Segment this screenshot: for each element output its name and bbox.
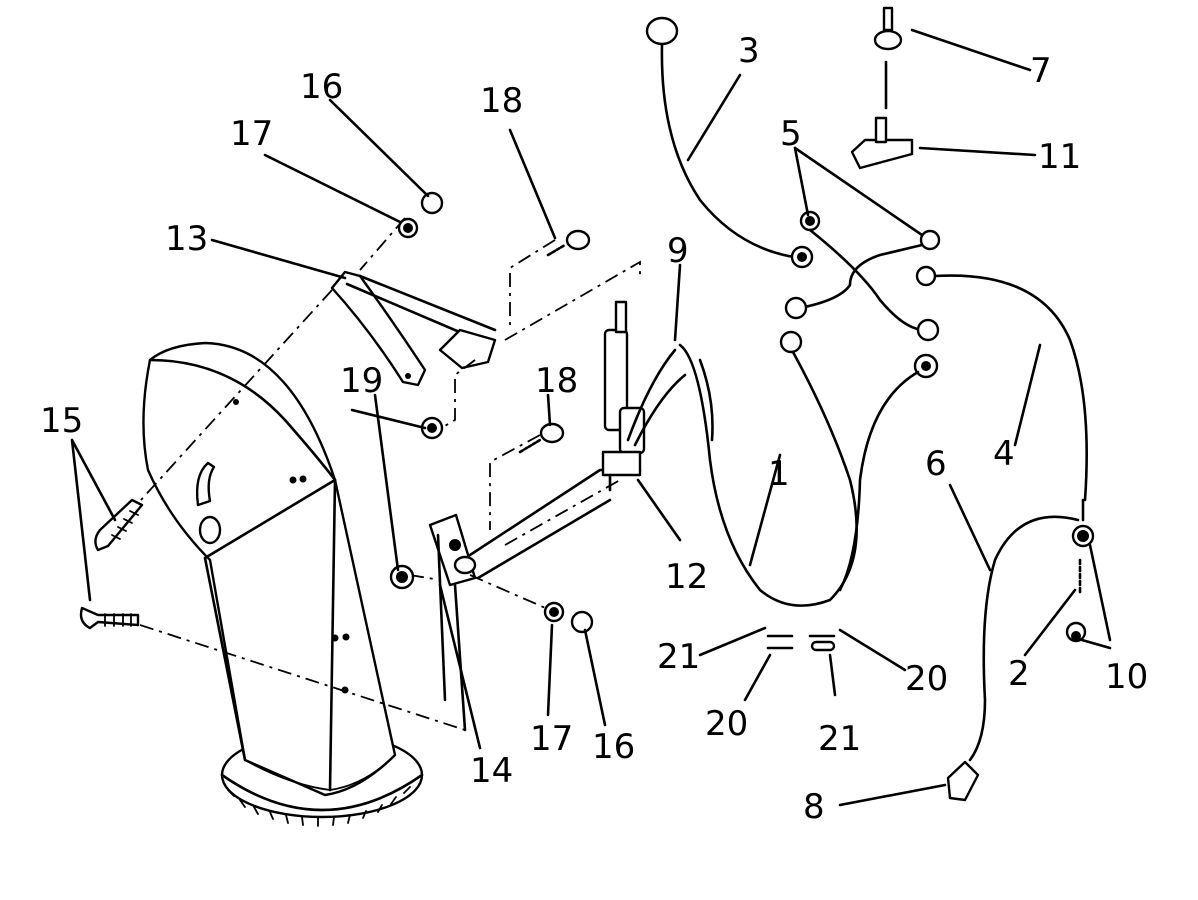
assembly-lines — [99, 217, 641, 731]
control-plate — [428, 468, 642, 732]
callout-18-bottom: 18 — [535, 361, 578, 401]
callout-4: 4 — [993, 434, 1015, 474]
callout-19: 19 — [340, 361, 383, 401]
callout-16-bottom: 16 — [592, 727, 635, 767]
leader-lines — [70, 28, 1112, 807]
callout-17-bottom: 17 — [530, 719, 573, 759]
callout-8: 8 — [803, 787, 825, 827]
callout-2: 2 — [1008, 654, 1030, 694]
callout-11: 11 — [1038, 137, 1081, 177]
callout-9: 9 — [667, 231, 689, 271]
callout-21-left: 21 — [657, 637, 700, 677]
callout-20-right: 20 — [905, 659, 948, 699]
discharge-chute — [142, 341, 424, 827]
callout-18-top: 18 — [480, 81, 523, 121]
callout-21-bottom: 21 — [818, 719, 861, 759]
hardware — [79, 191, 594, 634]
callout-labels: 1 2 3 4 5 6 7 8 9 10 11 12 13 14 15 16 1… — [40, 31, 1148, 827]
callout-12: 12 — [665, 557, 708, 597]
cable-actuator — [601, 300, 687, 492]
deflector-bracket — [330, 270, 497, 387]
callout-6: 6 — [925, 444, 947, 484]
callout-7: 7 — [1030, 51, 1052, 91]
callout-15: 15 — [40, 401, 83, 441]
callout-3: 3 — [738, 31, 760, 71]
callout-20-left: 20 — [705, 704, 748, 744]
callout-1: 1 — [768, 454, 790, 494]
callout-16-top: 16 — [300, 67, 343, 107]
callout-5: 5 — [780, 114, 802, 154]
cables — [645, 6, 1095, 802]
callout-17-top: 17 — [230, 114, 273, 154]
callout-10: 10 — [1105, 657, 1148, 697]
callout-14: 14 — [470, 751, 513, 791]
callout-13: 13 — [165, 219, 208, 259]
